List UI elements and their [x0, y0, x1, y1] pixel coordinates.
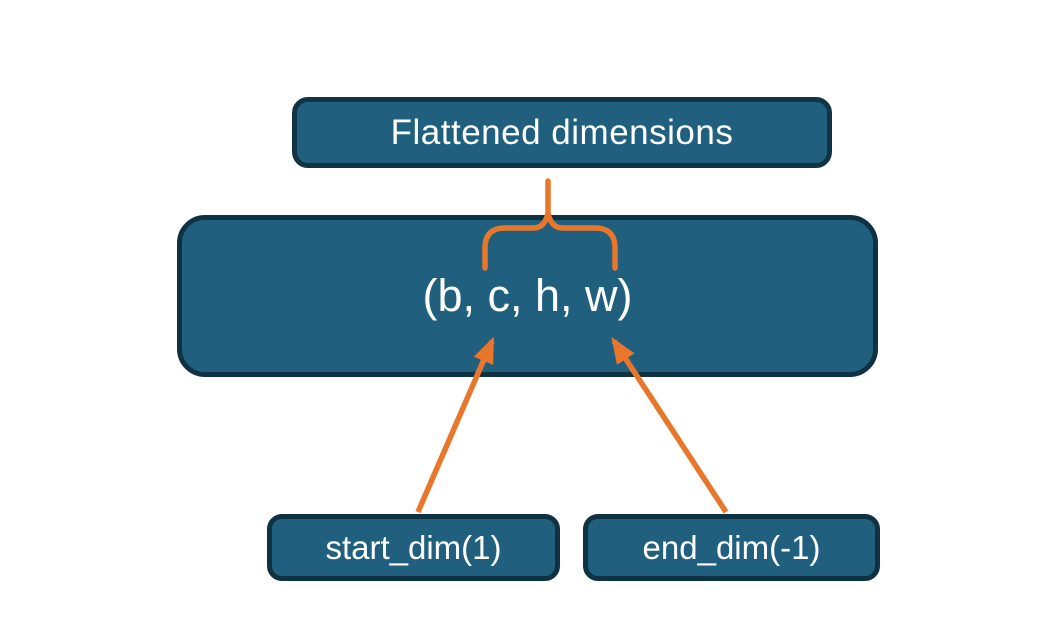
end-dim-box: end_dim(-1): [583, 514, 880, 581]
end-dim-label: end_dim(-1): [642, 528, 821, 566]
start-dim-box: start_dim(1): [267, 514, 560, 581]
tensor-shape-label: (b, c, h, w): [422, 270, 633, 321]
tensor-shape-box: (b, c, h, w): [177, 215, 878, 377]
flattened-dimensions-box: Flattened dimensions: [292, 97, 832, 168]
start-dim-label: start_dim(1): [325, 528, 502, 566]
flattened-dimensions-label: Flattened dimensions: [390, 112, 734, 152]
